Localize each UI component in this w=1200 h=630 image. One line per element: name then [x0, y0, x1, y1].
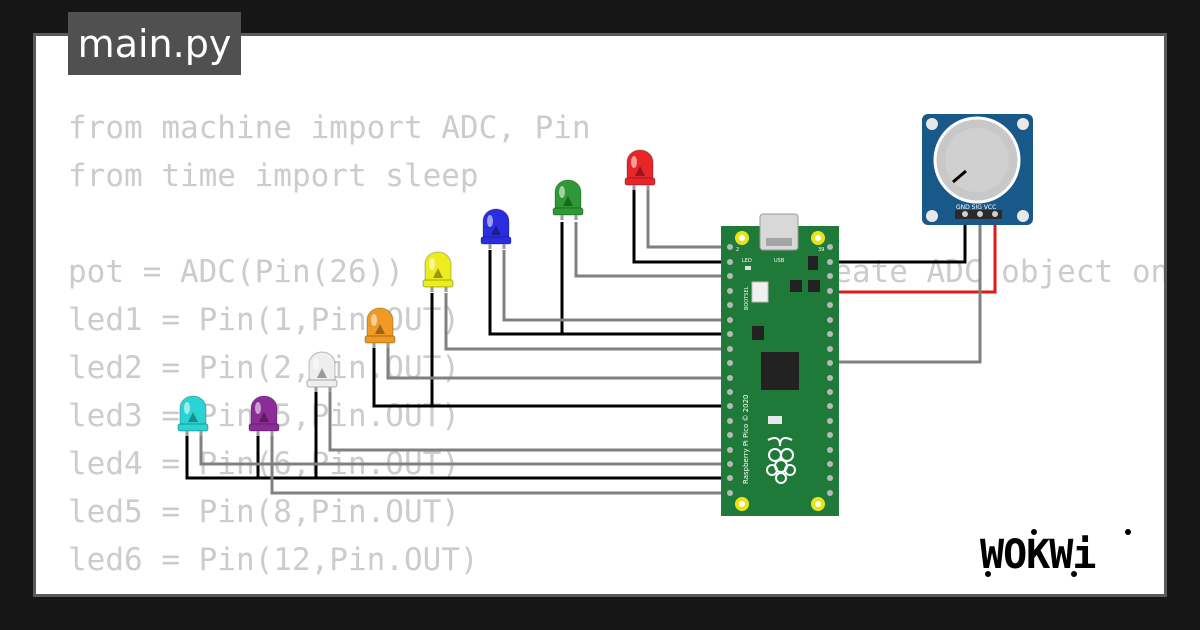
wires: [185, 190, 997, 495]
code-line: led7 = Pin(14,Pin.OUT): [68, 584, 1164, 594]
wire-pot-gnd: [830, 214, 967, 264]
code-line: from machine import ADC, Pin: [68, 110, 591, 146]
wire-yellow-led-signal: [444, 293, 730, 351]
wire-cyan-led-signal: [199, 434, 830, 466]
leds: [177, 149, 656, 436]
wire-blue-led-signal: [502, 250, 730, 322]
led-yellow[interactable]: [422, 251, 454, 292]
usb-label: USB: [774, 258, 785, 264]
wire-red-led-gnd: [632, 190, 730, 264]
board-pins: [727, 244, 833, 496]
rp2040-chip: [761, 352, 799, 390]
file-tab-label: main.py: [77, 21, 232, 66]
wire-purple-led-signal: [270, 434, 730, 495]
pin-label-39: 39: [818, 247, 824, 253]
code-line: led1 = Pin(1,Pin.OUT): [68, 302, 460, 338]
pico-board[interactable]: USB LED 2 39 BOOTSEL Raspberry Pi Pico ©…: [721, 213, 839, 516]
led-white[interactable]: [306, 351, 338, 392]
potentiometer[interactable]: GND SIG VCC: [922, 114, 1033, 225]
wire-blue-led-gnd: [488, 250, 562, 336]
code-line: led6 = Pin(12,Pin.OUT): [68, 542, 479, 578]
file-tab[interactable]: main.py: [68, 12, 241, 75]
wire-white-led-signal: [328, 392, 730, 452]
wire-pot-signal: [830, 214, 982, 364]
led-label: LED: [742, 258, 752, 264]
code-line: from time import sleep: [68, 158, 479, 194]
wire-orange-led-signal: [386, 348, 730, 380]
raspberry-logo: [766, 437, 796, 484]
wokwi-logo-text: WOKWi: [980, 532, 1095, 578]
wire-cyan-led-gnd: [185, 434, 258, 480]
onboard-led: [745, 266, 751, 270]
led-orange[interactable]: [364, 307, 396, 348]
wire-green-led-signal: [574, 222, 730, 278]
wokwi-logo: WOKWi: [980, 529, 1131, 578]
mounting-holes: [735, 231, 825, 511]
led-blue[interactable]: [480, 208, 512, 249]
wire-purple-led-gnd: [256, 434, 316, 480]
led-cyan[interactable]: [177, 395, 209, 436]
led-green[interactable]: [552, 179, 584, 220]
pin-label-2: 2: [736, 247, 739, 253]
wire-red-led-signal: [646, 190, 730, 249]
wire-orange-led-gnd: [372, 348, 432, 408]
board-name: Raspberry Pi Pico © 2020: [742, 395, 750, 485]
pot-pin-labels: GND SIG VCC: [956, 204, 996, 211]
code-line: led5 = Pin(8,Pin.OUT): [68, 494, 460, 530]
led-red[interactable]: [624, 149, 656, 190]
bootsel-button[interactable]: [751, 281, 769, 303]
wire-pot-vcc: [830, 214, 997, 294]
bootsel-label: BOOTSEL: [744, 286, 750, 310]
led-purple[interactable]: [248, 395, 280, 436]
pot-knob-indicator: [952, 169, 967, 184]
